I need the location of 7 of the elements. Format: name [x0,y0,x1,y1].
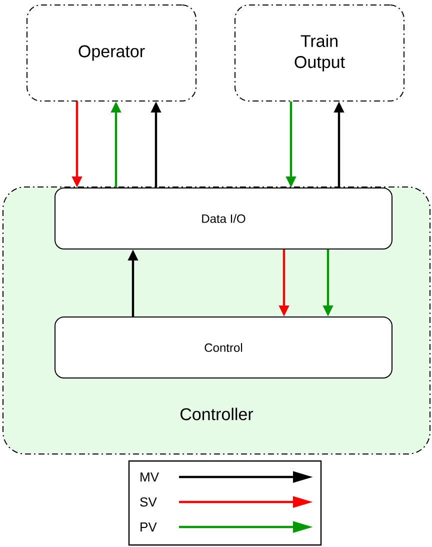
legend-label: PV [140,522,157,532]
legend-label: MV [140,472,159,482]
legend-label: SV [140,497,157,507]
actor-box: Operator [26,4,196,102]
process-box: Data I/O [54,188,392,250]
actor-box: Train Output [234,4,404,102]
process-box: Control [54,316,392,378]
